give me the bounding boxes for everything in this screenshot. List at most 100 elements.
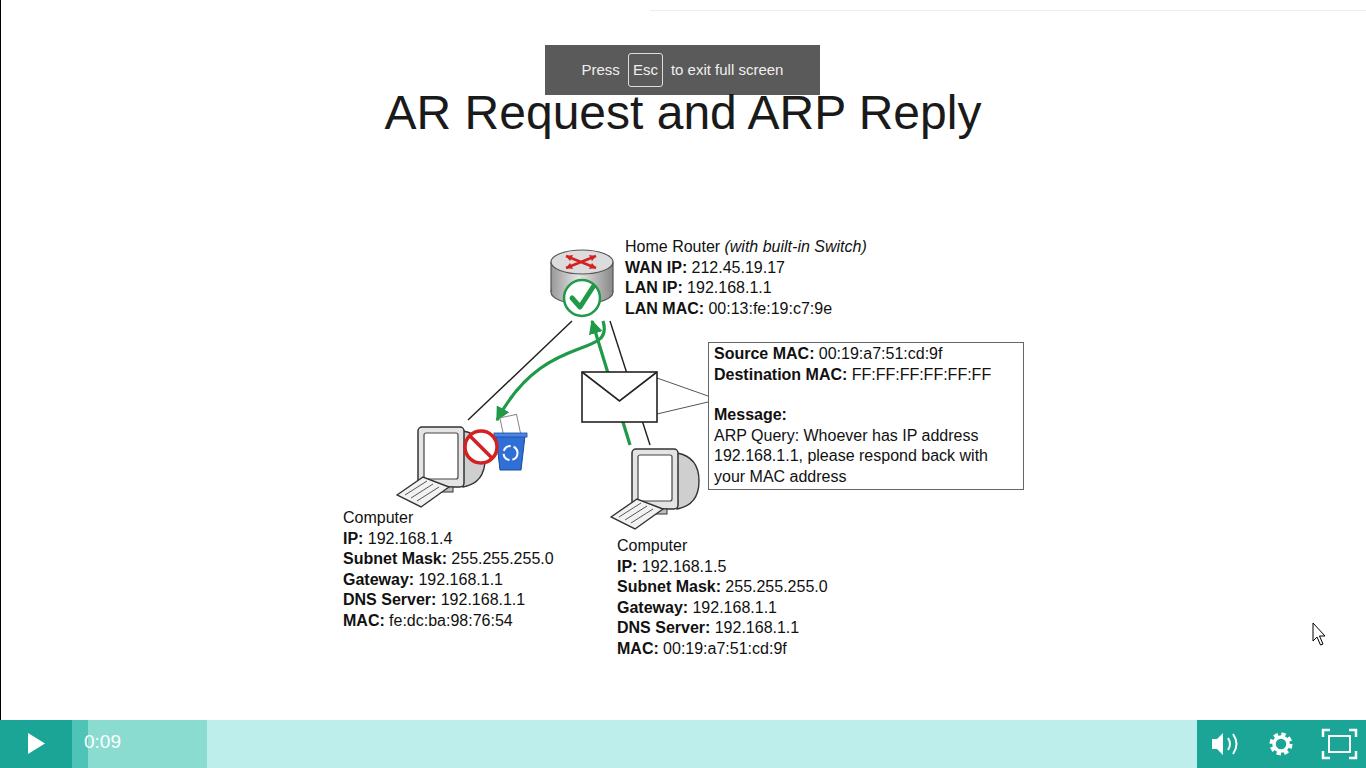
field-value: 192.168.1.1 [418, 571, 503, 588]
text-row: ARP Query: Whoever has IP address 192.16… [714, 426, 1018, 488]
frame-edge [0, 0, 1, 720]
text-row: Gateway:192.168.1.1 [617, 598, 828, 619]
text-row: IP:192.168.1.4 [343, 529, 554, 550]
field-name: WAN IP: [625, 259, 687, 276]
field-name: IP: [617, 558, 637, 575]
router-node: Home Router(with built-in Switch)WAN IP:… [548, 237, 869, 321]
play-button-bg [0, 720, 72, 768]
router-arrows [566, 256, 596, 268]
field-name: MAC: [343, 612, 385, 629]
field-name: LAN IP: [625, 279, 683, 296]
field-name: Subnet Mask: [617, 578, 721, 595]
field-name: Destination MAC: [714, 366, 847, 383]
field-value: Home Router [625, 238, 720, 255]
text-row: MAC:fe:dc:ba:98:76:54 [343, 611, 554, 632]
field-name: Message: [714, 406, 787, 423]
computer-node: ComputerIP: 192.168.1.5Subnet Mask:255.25… [615, 445, 830, 661]
field-name: Gateway: [617, 599, 688, 616]
computer-icon [611, 449, 699, 529]
slide-title: AR Request and ARP Reply [0, 83, 1366, 143]
field-value: fe:dc:ba:98:76:54 [389, 612, 513, 629]
check-mark [572, 287, 593, 307]
field-value: 00:19:a7:51:cd:9f [819, 345, 943, 362]
field-value: FF:FF:FF:FF:FF:FF [852, 366, 992, 383]
field-value: Computer [617, 537, 687, 554]
message-callout: Source MAC:00:19:a7:51:cd:9fDestination … [708, 342, 1024, 490]
field-value: 192.168.1.1 [692, 599, 777, 616]
router-arrowhead [589, 255, 596, 261]
envelope-body [582, 372, 657, 422]
no-entry-sign [465, 431, 497, 463]
field-name: DNS Server: [343, 591, 436, 608]
router-arrowhead [589, 263, 596, 269]
field-value: 192.168.1.1 [687, 279, 772, 296]
router-icon [551, 250, 613, 316]
recycle-bin-icon [494, 414, 527, 470]
field-value: (with built-in Switch) [724, 238, 866, 255]
field-value: Computer [343, 509, 413, 526]
text-row: Computer [343, 508, 554, 529]
network-cable [468, 321, 572, 420]
volume-waves [1228, 734, 1237, 754]
text-row: DNS Server: 192.168.1.1 [617, 618, 828, 639]
text-row: Subnet Mask:255.255.255.0 [343, 549, 554, 570]
envelope-icon [582, 372, 708, 422]
router-arrowhead [566, 263, 573, 269]
gear-teeth [1272, 735, 1290, 753]
control-buttons-bg [1197, 720, 1366, 768]
field-value: ARP Query: Whoever has IP address 192.16… [714, 427, 988, 485]
field-value: 255.255.255.0 [451, 550, 553, 567]
field-value: 212.45.19.17 [692, 259, 785, 276]
field-value: 00:19:a7:51:cd:9f [663, 640, 787, 657]
notice-text: Press [582, 61, 620, 79]
text-row: LAN MAC:00:13:fe:19:c7:9e [625, 299, 867, 320]
text-row: IP: 192.168.1.5 [617, 557, 828, 578]
field-value: 192.168.1.1 [441, 591, 526, 608]
field-value: 00:13:fe:19:c7:9e [708, 300, 832, 317]
router-side [550, 262, 551, 292]
router-arrowhead [566, 255, 573, 261]
field-name: MAC: [617, 640, 659, 657]
callout-leader [657, 402, 708, 414]
text-row: Gateway:192.168.1.1 [343, 570, 554, 591]
no-sign-ring [465, 431, 497, 463]
field-name: IP: [343, 530, 363, 547]
notice-text: to exit full screen [671, 61, 784, 79]
recycle-symbol [504, 446, 518, 460]
mouse-cursor [1313, 623, 1325, 645]
envelope-flap [582, 372, 657, 401]
player-controls [0, 720, 1366, 768]
router-top [551, 250, 613, 274]
field-value: 255.255.255.0 [725, 578, 827, 595]
play-icon [28, 733, 45, 754]
time-display: 0:09 [84, 731, 121, 753]
fullscreen-icon [1323, 730, 1356, 758]
computer-node: ComputerIP:192.168.1.4Subnet Mask:255.25… [341, 420, 556, 633]
frame-edge [650, 10, 1366, 11]
text-row: MAC:00:19:a7:51:cd:9f [617, 639, 828, 660]
bin-body [496, 436, 525, 470]
field-value: 192.168.1.1 [715, 619, 800, 636]
text-row: Source MAC:00:19:a7:51:cd:9f [714, 344, 1018, 365]
field-name: Gateway: [343, 571, 414, 588]
field-name: DNS Server: [617, 619, 710, 636]
check-badge [564, 280, 600, 316]
fullscreen-icon [1329, 736, 1350, 752]
field-name: Subnet Mask: [343, 550, 447, 567]
text-row: Destination MAC: FF:FF:FF:FF:FF:FF [714, 365, 1018, 386]
volume-icon [1212, 733, 1223, 755]
key-cap: Esc [628, 53, 663, 87]
callout-leader [657, 378, 708, 396]
text-row: Message: [714, 405, 1018, 426]
text-row: DNS Server: 192.168.1.1 [343, 590, 554, 611]
text-row: WAN IP: 212.45.19.17 [625, 258, 867, 279]
text-row: Home Router(with built-in Switch) [625, 237, 867, 258]
router-side [612, 262, 613, 292]
field-value: 192.168.1.5 [642, 558, 727, 575]
text-row: LAN IP:192.168.1.1 [625, 278, 867, 299]
field-name: LAN MAC: [625, 300, 704, 317]
no-sign-slash [470, 436, 492, 458]
bin-rim [494, 433, 527, 437]
text-row: Subnet Mask:255.255.255.0 [617, 577, 828, 598]
